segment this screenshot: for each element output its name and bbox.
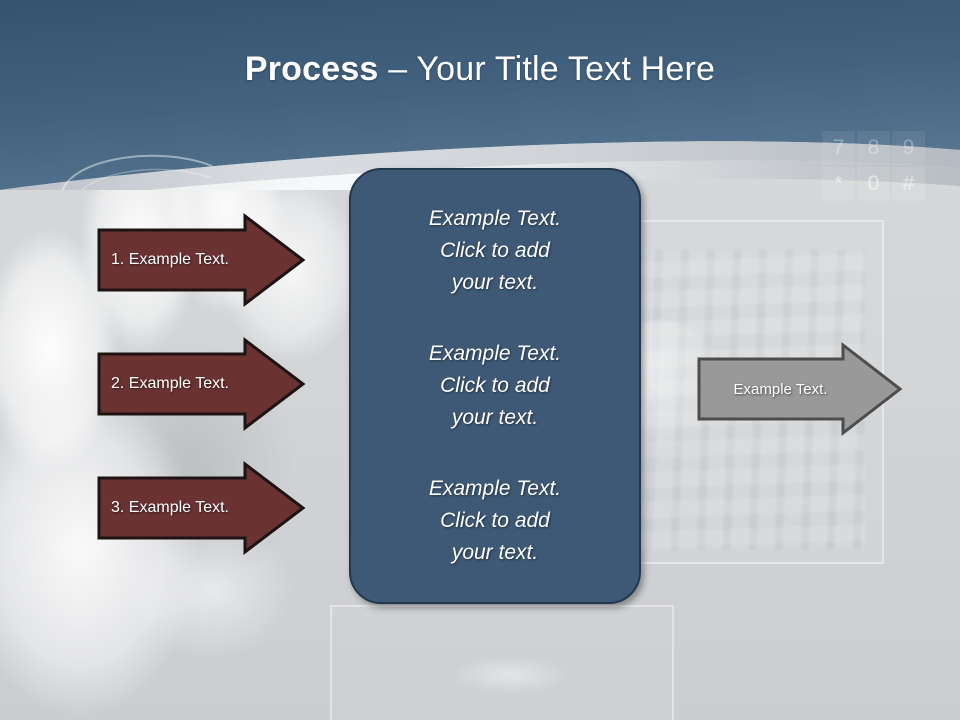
title-light: Your Title Text Here [416,50,716,88]
keypad-key-star: * [822,167,855,201]
step-arrow-3[interactable]: 3. Example Text. [97,460,306,556]
step-arrow-2[interactable]: 2. Example Text. [97,336,306,432]
keypad-key-9: 9 [892,131,925,165]
title-strong: Process [244,50,379,88]
panel-text-block-1[interactable]: Example Text. Click to add your text. [428,207,562,295]
background-lower-frame [330,605,674,720]
background-keypad: 7 8 9 * 0 # [822,131,925,201]
background-handshake-shape [430,645,590,705]
panel-text-block-2[interactable]: Example Text. Click to add your text. [428,342,562,429]
title-separator: – [378,50,417,88]
panel-text-block-3[interactable]: Example Text. Click to add your text. [428,476,562,564]
header-band [0,0,960,190]
background-hand-image [0,120,380,720]
keypad-key-0: 0 [857,167,890,201]
result-arrow[interactable]: Example Text. [697,341,903,437]
center-content-panel[interactable]: Example Text. Click to add your text. Ex… [349,168,641,604]
step-arrow-1[interactable]: 1. Example Text. [97,212,306,308]
keypad-key-8: 8 [857,131,890,165]
keypad-key-hash: # [892,167,925,201]
page-title: Process – Your Title Text Here [0,50,960,89]
keypad-key-7: 7 [822,131,855,165]
